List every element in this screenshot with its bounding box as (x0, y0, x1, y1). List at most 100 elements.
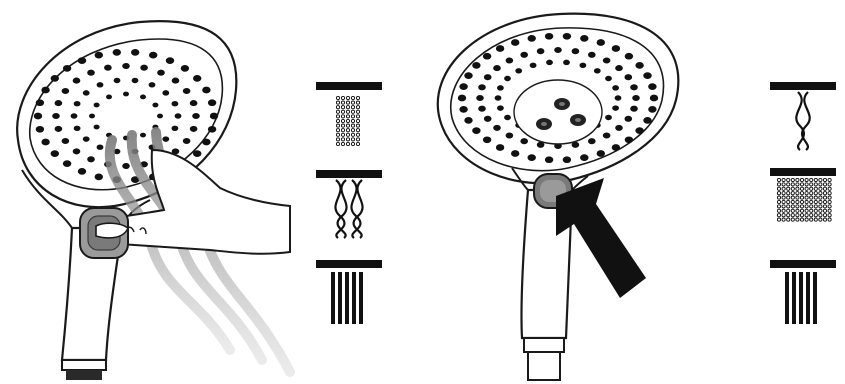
nozzle (190, 100, 198, 106)
spray-dot (819, 205, 822, 208)
spray-dot (351, 119, 354, 122)
spray-dot (346, 133, 349, 136)
nozzle (497, 105, 504, 110)
nozzle (36, 126, 44, 133)
nozzle (580, 154, 588, 161)
nozzle (580, 63, 587, 68)
nozzle (149, 82, 156, 87)
spray-dot (810, 205, 813, 208)
nozzle (140, 133, 146, 138)
nozzle (97, 82, 104, 87)
nozzle (597, 39, 605, 46)
spray-dot (805, 192, 808, 195)
nozzle (190, 126, 198, 132)
spray-dot (791, 214, 794, 217)
spray-dot (823, 218, 826, 221)
spray-dot (823, 205, 826, 208)
spray-dot (336, 96, 339, 99)
nozzle (172, 126, 179, 131)
nozzle (210, 113, 218, 120)
spray-dot (828, 209, 831, 212)
spray-dot (782, 205, 785, 208)
nozzle (515, 68, 522, 73)
spray-dot (796, 196, 799, 199)
nozzle (175, 113, 182, 118)
spray-dot (800, 178, 803, 181)
nozzle (603, 132, 611, 138)
spray-dot (828, 205, 831, 208)
nozzle (506, 57, 514, 63)
spray-dot (796, 218, 799, 221)
spray-dot (800, 209, 803, 212)
nozzle (87, 156, 95, 162)
nozzle (87, 70, 95, 76)
spray-dot (810, 183, 813, 186)
spray-dot (341, 124, 344, 127)
spray-dot (823, 200, 826, 203)
nozzle (94, 125, 100, 130)
spray-dot (336, 129, 339, 132)
nozzle (625, 116, 633, 122)
spray-dot (819, 183, 822, 186)
spray-dot (777, 183, 780, 186)
spray-dot (814, 192, 817, 195)
spray-dot (796, 183, 799, 186)
spray-dot (346, 138, 349, 141)
spray-dot (356, 133, 359, 136)
nozzle (504, 115, 511, 120)
spray-dot (787, 192, 790, 195)
spray-dot (341, 119, 344, 122)
nozzle (484, 74, 492, 80)
spray-dot (787, 209, 790, 212)
nozzle (74, 101, 81, 106)
nozzle (612, 45, 620, 52)
spray-dot (828, 218, 831, 221)
spray-dot (791, 200, 794, 203)
spray-dot (828, 214, 831, 217)
nozzle (97, 144, 104, 149)
nozzle (55, 100, 63, 106)
nozzle (41, 87, 49, 94)
nozzle (476, 95, 484, 101)
nozzle (520, 138, 528, 144)
spray-dot (351, 101, 354, 104)
spray-dot (791, 192, 794, 195)
spray-dot (791, 187, 794, 190)
nozzle (63, 160, 71, 167)
spray-dot (823, 192, 826, 195)
spray-dot (787, 218, 790, 221)
nozzle (511, 150, 519, 157)
spray-dot (791, 218, 794, 221)
spray-dot (782, 187, 785, 190)
nozzle (615, 65, 623, 71)
nozzle (157, 114, 163, 119)
spray-dot (777, 214, 780, 217)
spray-dot (341, 129, 344, 132)
nozzle (630, 84, 638, 90)
spray-dot (814, 196, 817, 199)
spray-dot (805, 218, 808, 221)
spray-dot (356, 110, 359, 113)
spray-dot (823, 196, 826, 199)
nozzle (496, 45, 504, 52)
nozzle (484, 116, 492, 122)
jet-spray-icon (316, 260, 382, 324)
spray-dot (796, 214, 799, 217)
nozzle (580, 35, 588, 42)
nozzle (183, 138, 191, 144)
nozzle (615, 95, 622, 100)
nozzle (472, 127, 480, 134)
spray-dot (356, 119, 359, 122)
jet-spray-icon (770, 260, 836, 324)
spray-dot (819, 209, 822, 212)
nozzle (149, 52, 157, 59)
spray-dot (346, 115, 349, 118)
spray-dot (828, 178, 831, 181)
spray-dot (341, 106, 344, 109)
nozzle (464, 117, 472, 124)
nozzle (563, 33, 571, 40)
nozzle (588, 138, 596, 144)
spray-dot (777, 192, 780, 195)
nozzle (625, 136, 633, 143)
spray-dot (823, 183, 826, 186)
